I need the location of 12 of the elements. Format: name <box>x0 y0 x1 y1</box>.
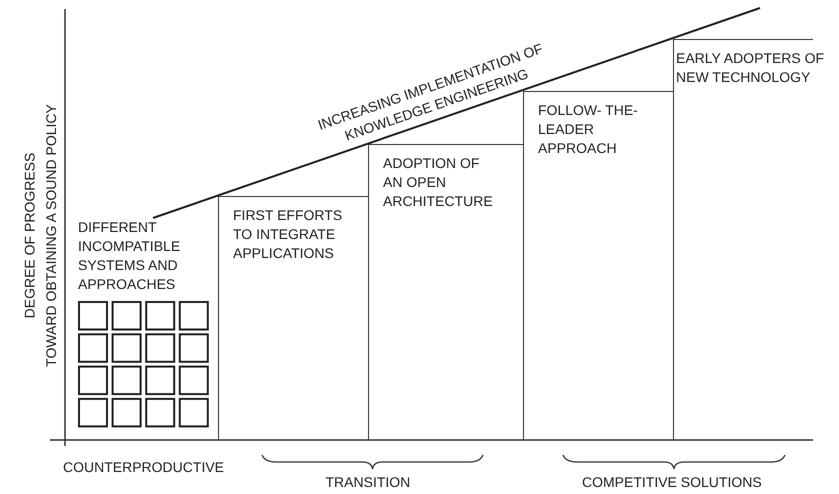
axis-title: DEGREE OF PROGRESS <box>20 152 38 318</box>
stage-label: ADOPTION OF AN OPEN ARCHITECTURE <box>383 154 494 211</box>
category-label: COMPETITIVE SOLUTIONS <box>582 472 762 492</box>
stage-label: FIRST EFFORTS TO INTEGRATE APPLICATIONS <box>233 206 344 263</box>
stage-label: FOLLOW- THE-LEADER APPROACH <box>538 101 638 158</box>
stage-label: DIFFERENT INCOMPATIBLE SYSTEMS AND APPROACHES <box>78 218 182 294</box>
category-label: COUNTERPRODUCTIVE <box>63 458 224 477</box>
stage-column <box>218 196 368 440</box>
stage-label: EARLY ADOPTERS OF NEW TECHNOLOGY <box>676 49 826 87</box>
stage-column <box>368 144 523 440</box>
axis-title: TOWARD OBTAINING A SOUND POLICY <box>41 104 60 366</box>
category-label: TRANSITION <box>326 472 410 492</box>
